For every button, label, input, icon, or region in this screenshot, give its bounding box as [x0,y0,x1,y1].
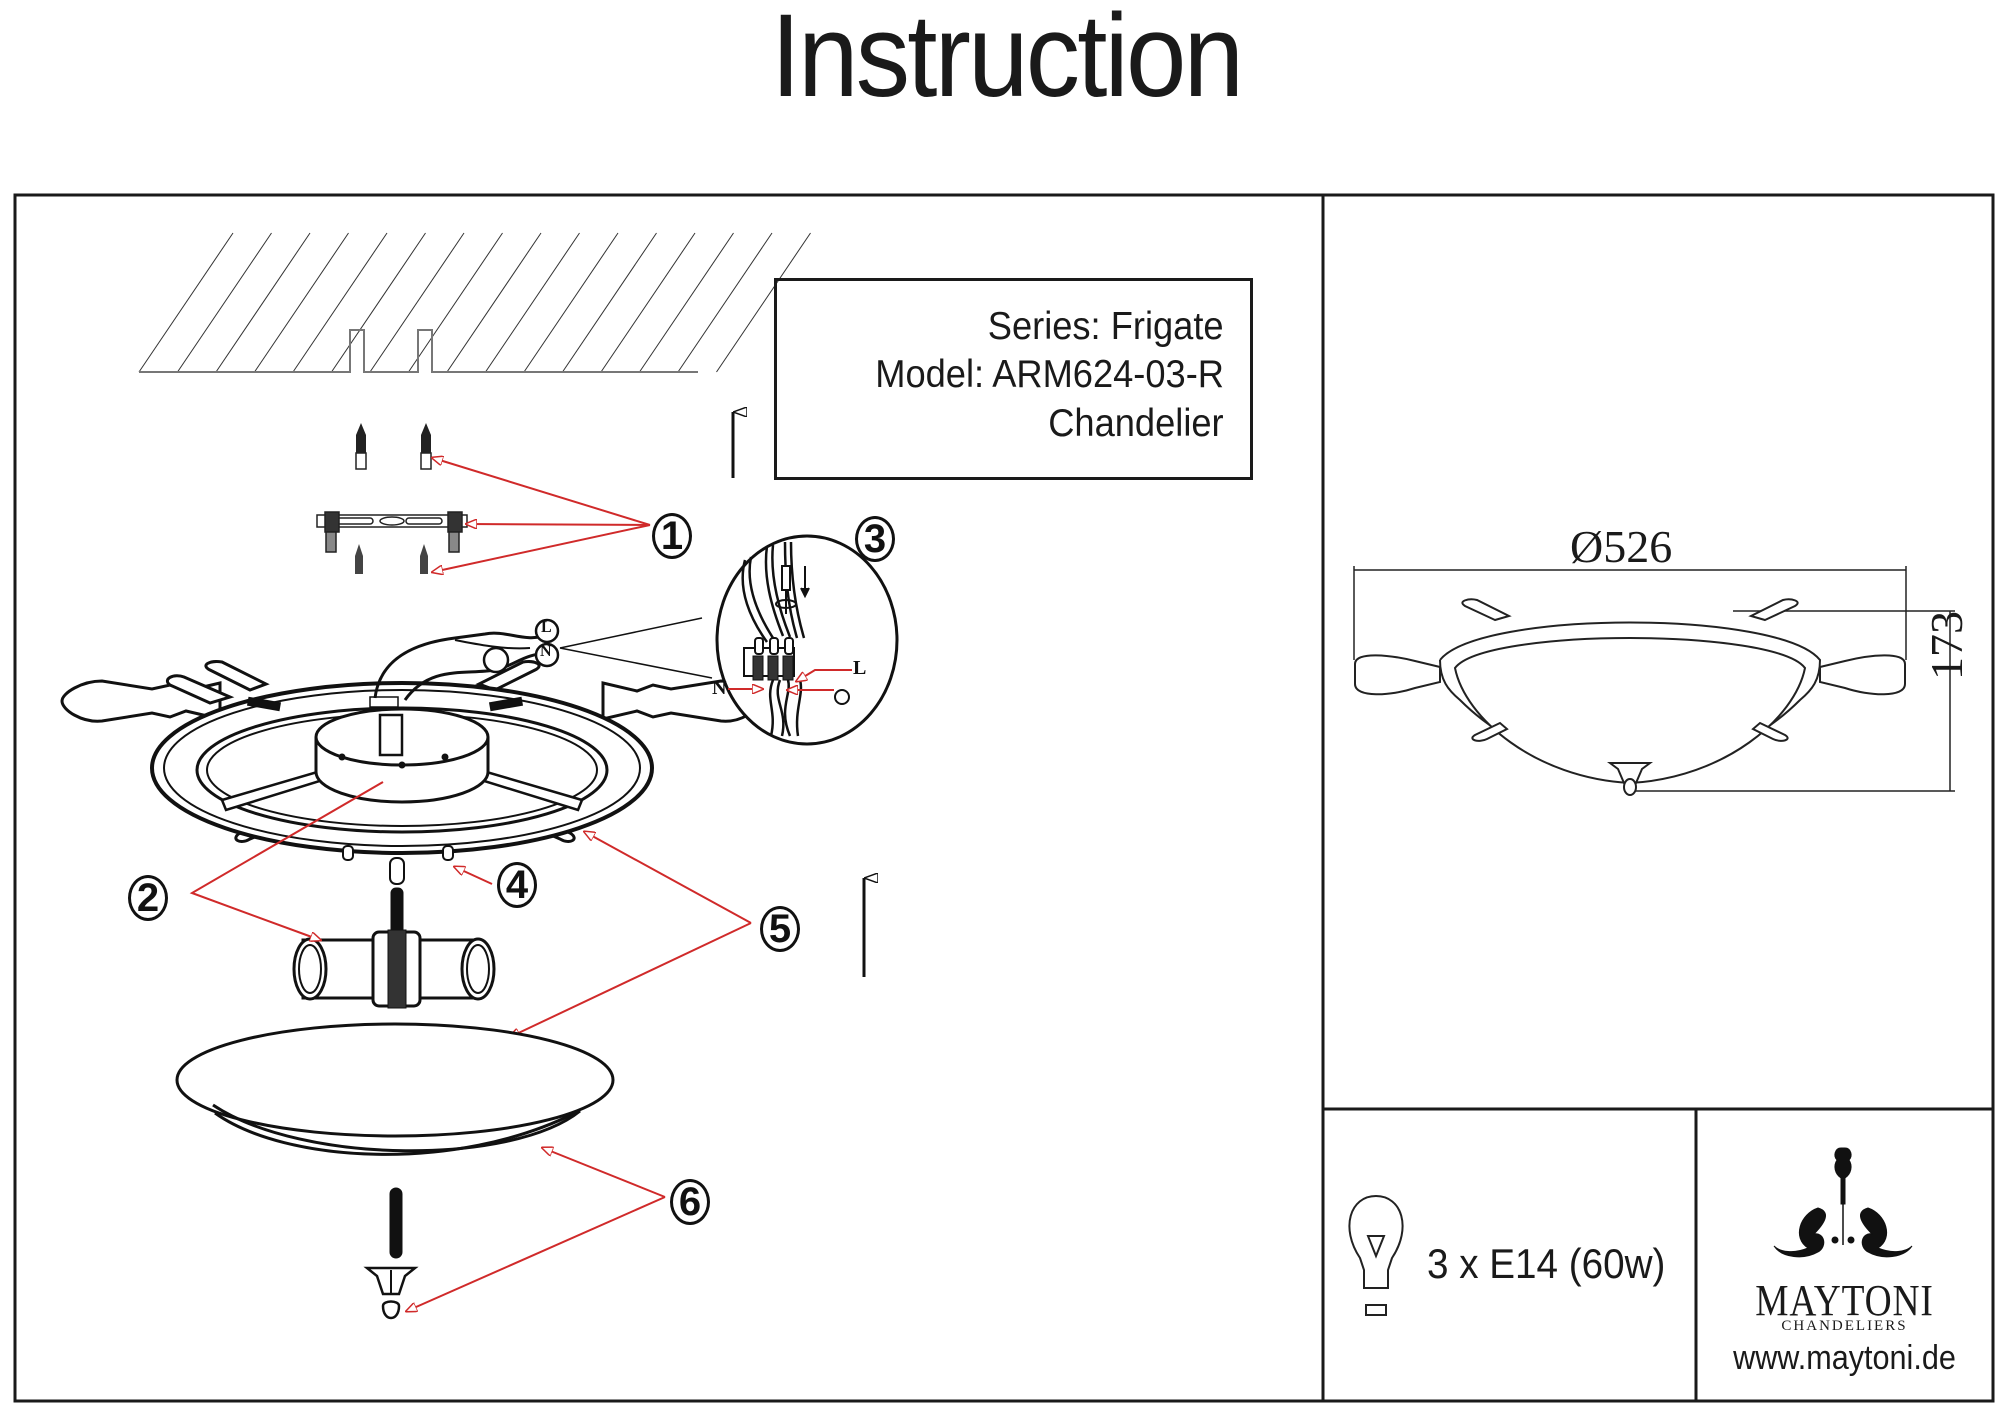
hatch-line [639,232,734,373]
step-badge-5: 5 [760,906,800,952]
live-wire-label: L [541,619,552,636]
neutral-wire-label: N [540,643,552,660]
light-bulb-icon [1348,1194,1404,1316]
hatch-line [292,232,388,373]
wire-markers [482,618,560,674]
hatch-line [369,232,465,373]
wiring-detail-leaders [728,669,852,690]
brand-url[interactable]: www.maytoni.de [1733,1339,1956,1377]
callout-lines [559,617,713,679]
hatch-line [408,232,503,373]
hatch-line [600,232,696,373]
hatch-line [254,232,349,373]
step-badge-6: 6 [670,1179,710,1225]
detail-neutral-label: N [712,677,727,699]
series-label: Series: Frigate [988,305,1224,348]
brand-subtitle: CHANDELIERS [1781,1318,1908,1334]
wiring-detail-circle [715,534,899,746]
sheet-frame [13,193,1995,1403]
detail-live-label: L [853,657,867,679]
hatch-line [215,232,311,373]
hatch-line [331,232,426,373]
step-6-leaders [407,1148,666,1311]
step-badge-4: 4 [497,862,537,908]
hatch-line [677,232,773,373]
product-type-label: Chandelier [1048,402,1224,445]
product-info-box: Series: Frigate Model: ARM624-03-R Chand… [774,278,1253,480]
hatch-line [523,232,619,373]
step-badge-3: 3 [855,516,895,562]
height-dimension: 173 [1921,611,1972,680]
hatch-line [177,232,272,373]
bulb-spec: 3 x E14 (60w) [1427,1240,1666,1287]
hatch-line [562,232,657,373]
dowel-icon [355,423,432,470]
finial [363,1187,419,1320]
mounting-bracket-icon [316,511,468,553]
hatch-line [716,232,811,373]
hatch-line [485,232,580,373]
hatch-line [138,232,234,373]
step-badge-2: 2 [128,875,168,921]
model-label: Model: ARM624-03-R [875,353,1224,396]
lamp-holder [292,857,496,1009]
step-badge-1: 1 [652,513,692,559]
ship-wheel-frame [60,660,761,855]
fixing-nuts [342,845,454,861]
glass-bowl [175,1022,615,1156]
screwdriver-icon [775,565,810,614]
hatch-line [446,232,542,373]
brand-name: MAYTONI [1755,1276,1934,1325]
step-2-4-5-leaders [189,781,752,1037]
product-elevation [1353,566,1955,796]
page-title: Instruction [770,0,1244,122]
step-1-leaders [433,458,651,572]
screw-icon [355,544,428,574]
chandelier-ornament-icon [1773,1147,1913,1258]
diameter-dimension: Ø526 [1570,521,1673,572]
ceiling-hatch [138,232,811,373]
